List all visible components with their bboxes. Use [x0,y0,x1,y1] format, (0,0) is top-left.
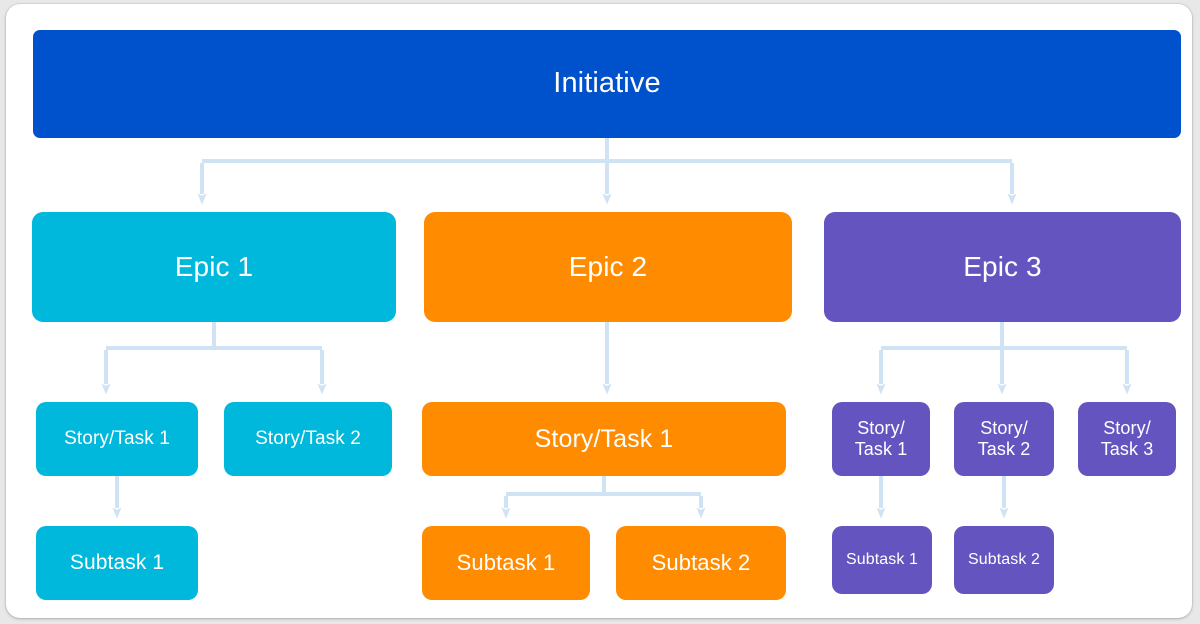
node-epic-3[interactable]: Epic 3 [824,212,1181,322]
edge-initiative-to-epics [197,138,1017,205]
node-epic-2[interactable]: Epic 2 [424,212,792,322]
node-epic1-story-1[interactable]: Story/Task 1 [36,402,198,476]
edge-epic2-story-to-subtasks [501,476,706,519]
node-epic3-subtask-1[interactable]: Subtask 1 [832,526,932,594]
node-epic3-story-2[interactable]: Story/ Task 2 [954,402,1054,476]
node-epic2-subtask-1[interactable]: Subtask 1 [422,526,590,600]
node-epic3-subtask-2[interactable]: Subtask 2 [954,526,1054,594]
node-epic2-story-1[interactable]: Story/Task 1 [422,402,786,476]
node-epic1-subtask-1[interactable]: Subtask 1 [36,526,198,600]
node-initiative[interactable]: Initiative [33,30,1181,138]
node-epic2-subtask-2[interactable]: Subtask 2 [616,526,786,600]
node-epic3-story-1[interactable]: Story/ Task 1 [832,402,930,476]
edge-epic1-to-stories [101,322,327,395]
edge-epic3-to-stories [876,322,1132,395]
node-epic3-story-3[interactable]: Story/ Task 3 [1078,402,1176,476]
diagram-card: Initiative Epic 1 Epic 2 Epic 3 Story/Ta… [6,4,1192,618]
node-epic-1[interactable]: Epic 1 [32,212,396,322]
node-epic1-story-2[interactable]: Story/Task 2 [224,402,392,476]
